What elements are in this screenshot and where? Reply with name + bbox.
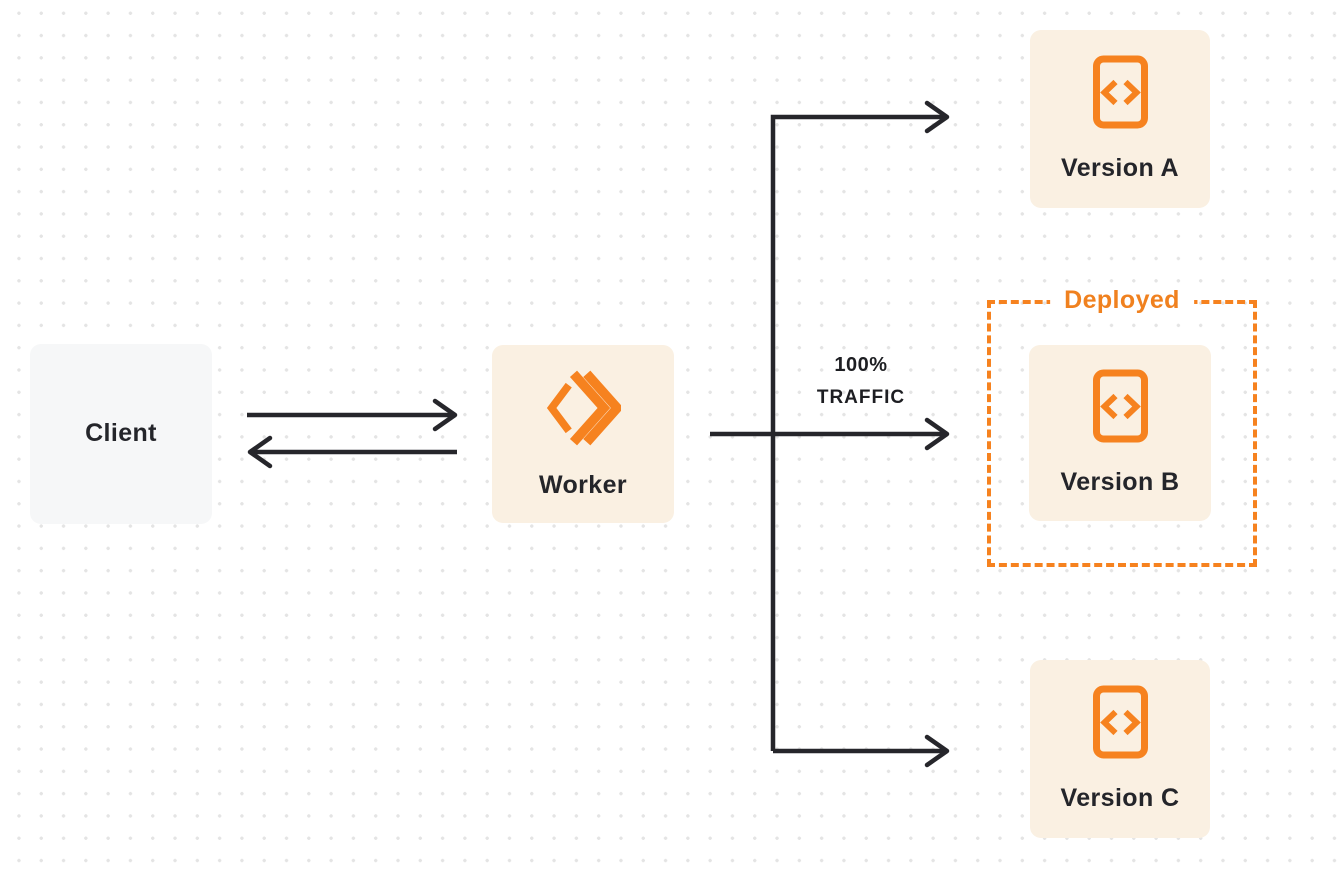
cloudflare-workers-icon [545, 368, 624, 448]
traffic-percent-text: 100% [834, 354, 888, 376]
deployed-label: Deployed [1050, 286, 1194, 315]
version-b-label: Version B [1060, 468, 1180, 497]
worker-label: Worker [538, 471, 628, 500]
code-file-icon [1092, 55, 1149, 129]
version-c-label: Version C [1060, 784, 1180, 813]
client-label: Client [85, 419, 157, 448]
arrow-branch-to-version-a [770, 100, 950, 751]
client-node: Client [30, 344, 212, 524]
version-c-node: Version C [1030, 660, 1210, 838]
version-a-label: Version A [1061, 154, 1179, 183]
traffic-label: 100% TRAFFIC [775, 352, 947, 411]
version-a-node: Version A [1030, 30, 1210, 208]
code-file-icon [1092, 685, 1149, 759]
code-file-icon [1092, 369, 1149, 443]
deployed-frame: Deployed [987, 286, 1257, 567]
traffic-word-text: TRAFFIC [816, 387, 906, 408]
version-b-node: Version B [1029, 345, 1211, 521]
worker-node: Worker [492, 345, 674, 523]
